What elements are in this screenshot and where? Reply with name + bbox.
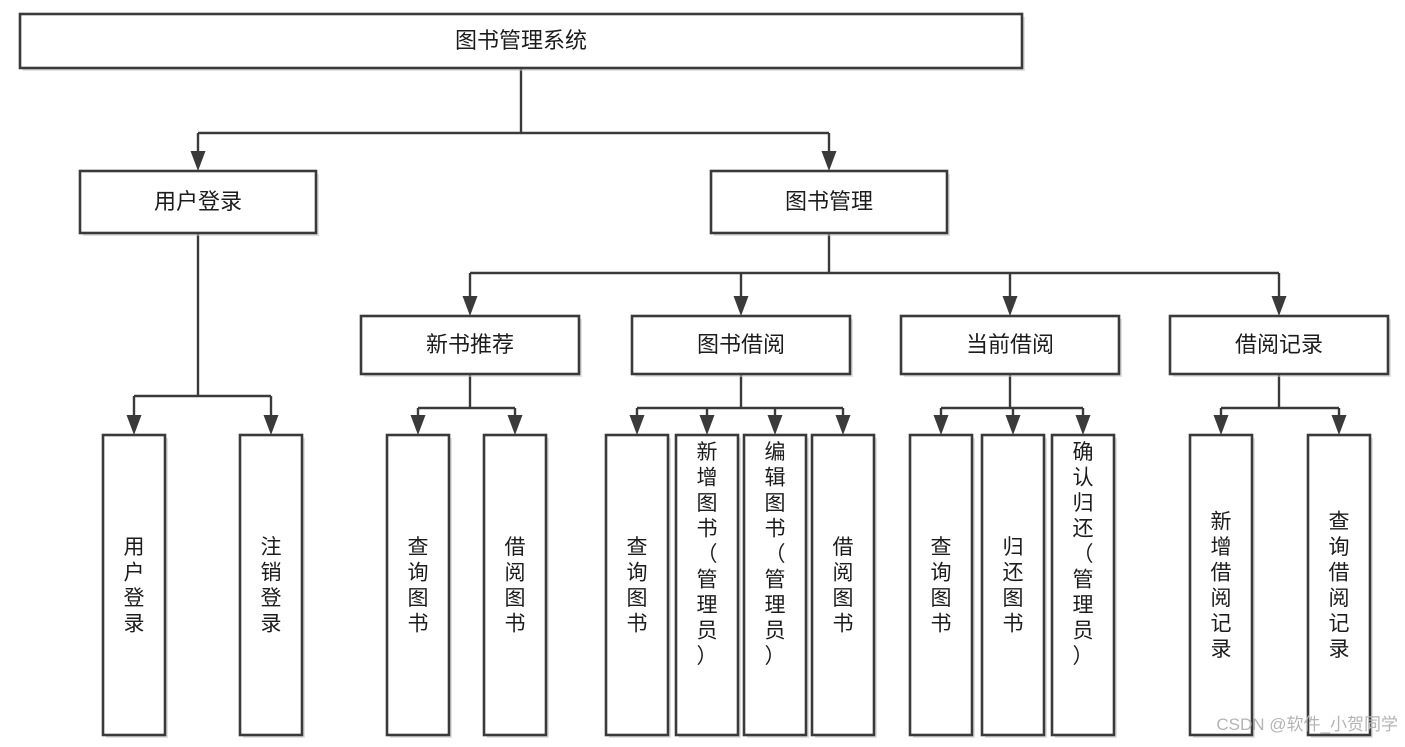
csdn-watermark: CSDN @软件_小贺同学	[1216, 715, 1398, 734]
connector-group-current_borrow	[933, 374, 1091, 435]
node-box-f_cur_return[interactable]	[980, 433, 1046, 737]
node-f_cur_return[interactable]: 归还图书	[980, 433, 1047, 738]
node-label-f_user_login: 用户登录	[124, 536, 145, 636]
node-current_borrow[interactable]: 当前借阅	[899, 314, 1122, 377]
node-box-f_rec_add[interactable]	[1188, 433, 1254, 737]
node-label-user_login: 用户登录	[154, 189, 242, 214]
node-box-book_borrow[interactable]	[630, 314, 852, 376]
node-f_user_logout[interactable]: 注销登录	[238, 433, 305, 738]
node-box-f_borrow_query[interactable]	[604, 433, 670, 737]
node-f_rec_query[interactable]: 查询图书	[385, 433, 452, 738]
node-label-f_rec_add: 新增借阅记录	[1211, 510, 1232, 661]
node-f_cur_confirm[interactable]: 确认归还（管理员）	[1050, 433, 1117, 738]
node-label-f_borrow_edit: 编辑图书（管理员）	[765, 441, 786, 668]
connector-group-book_borrow	[629, 374, 851, 435]
node-label-f_borrow_query: 查询图书	[627, 536, 648, 636]
node-box-new_book_rec[interactable]	[359, 314, 581, 376]
node-box-root[interactable]	[18, 12, 1024, 70]
node-f_cur_query[interactable]: 查询图书	[908, 433, 975, 738]
node-box-f_borrow_lend[interactable]	[810, 433, 876, 737]
node-f_user_login[interactable]: 用户登录	[101, 433, 168, 738]
connector-group-user_login	[126, 233, 279, 435]
node-label-f_borrow_lend: 借阅图书	[833, 536, 854, 636]
node-box-f_cur_confirm[interactable]	[1050, 433, 1116, 737]
node-box-f_user_logout[interactable]	[238, 433, 304, 737]
node-label-f_user_logout: 注销登录	[261, 536, 282, 636]
node-f_rec_add[interactable]: 新增借阅记录	[1188, 433, 1255, 738]
node-f_borrow_edit[interactable]: 编辑图书（管理员）	[742, 433, 809, 738]
node-box-f_borrow_add[interactable]	[674, 433, 740, 737]
node-box-f_cur_query[interactable]	[908, 433, 974, 737]
node-user_login[interactable]: 用户登录	[78, 169, 319, 236]
connector-group-root	[190, 68, 837, 171]
node-label-f_cur_return: 归还图书	[1003, 536, 1024, 636]
node-box-borrow_record[interactable]	[1168, 314, 1390, 376]
node-box-f_rec_query[interactable]	[385, 433, 451, 737]
node-box-f_borrow_edit[interactable]	[742, 433, 808, 737]
node-label-book_manage: 图书管理	[785, 189, 873, 214]
node-label-root: 图书管理系统	[455, 28, 587, 53]
connector-group-new_book_rec	[410, 374, 523, 435]
node-layer: 图书管理系统用户登录图书管理新书推荐图书借阅当前借阅借阅记录用户登录注销登录查询…	[18, 12, 1391, 738]
connector-group-book_manage	[462, 233, 1287, 316]
node-label-f_cur_query: 查询图书	[931, 536, 952, 636]
node-label-book_borrow: 图书借阅	[697, 332, 785, 357]
node-box-f_user_login[interactable]	[101, 433, 167, 737]
node-f_rec_borrow[interactable]: 借阅图书	[482, 433, 549, 738]
node-label-f_cur_confirm: 确认归还（管理员）	[1073, 441, 1094, 668]
node-new_book_rec[interactable]: 新书推荐	[359, 314, 582, 377]
node-label-f_rec_query: 查询图书	[408, 536, 429, 636]
node-f_rec_search[interactable]: 查询借阅记录	[1306, 433, 1373, 738]
node-borrow_record[interactable]: 借阅记录	[1168, 314, 1391, 377]
node-box-user_login[interactable]	[78, 169, 318, 235]
node-f_borrow_query[interactable]: 查询图书	[604, 433, 671, 738]
node-label-current_borrow: 当前借阅	[966, 332, 1054, 357]
node-label-f_borrow_add: 新增图书（管理员）	[697, 441, 718, 668]
connector-layer	[126, 68, 1347, 435]
node-label-new_book_rec: 新书推荐	[426, 332, 514, 357]
node-label-borrow_record: 借阅记录	[1235, 332, 1323, 357]
connector-group-borrow_record	[1213, 374, 1347, 435]
node-label-f_rec_search: 查询借阅记录	[1329, 510, 1350, 661]
node-book_manage[interactable]: 图书管理	[709, 169, 950, 236]
node-root[interactable]: 图书管理系统	[18, 12, 1025, 71]
watermark-layer: CSDN @软件_小贺同学	[1216, 715, 1398, 734]
node-label-f_rec_borrow: 借阅图书	[505, 536, 526, 636]
node-box-f_rec_borrow[interactable]	[482, 433, 548, 737]
node-f_borrow_lend[interactable]: 借阅图书	[810, 433, 877, 738]
node-box-book_manage[interactable]	[709, 169, 949, 235]
node-box-f_rec_search[interactable]	[1306, 433, 1372, 737]
node-f_borrow_add[interactable]: 新增图书（管理员）	[674, 433, 741, 738]
node-box-current_borrow[interactable]	[899, 314, 1121, 376]
node-book_borrow[interactable]: 图书借阅	[630, 314, 853, 377]
